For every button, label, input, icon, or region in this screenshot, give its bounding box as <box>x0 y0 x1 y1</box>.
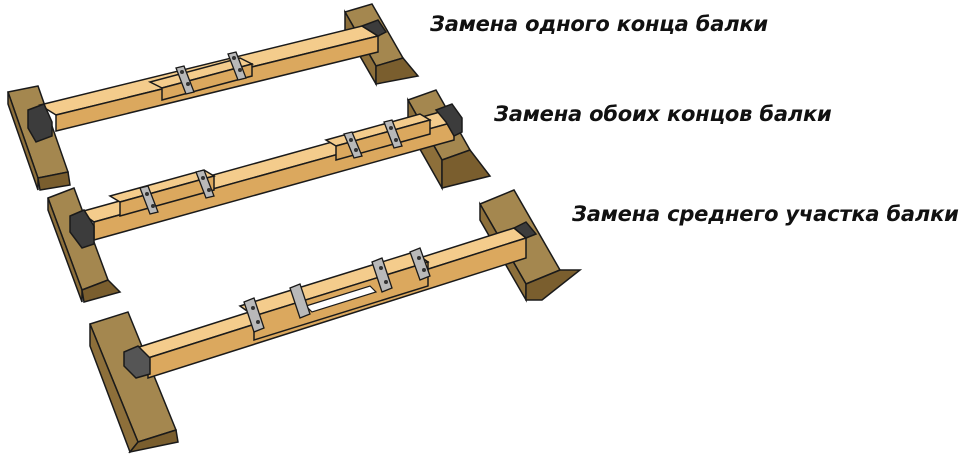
bolt-icon <box>201 176 205 180</box>
support-block-left-3 <box>88 311 179 454</box>
bolt-icon <box>145 192 149 196</box>
support-side <box>37 171 71 191</box>
insert-gap <box>304 285 378 313</box>
assembly-middle <box>88 189 583 454</box>
bolt-icon <box>422 268 426 272</box>
bolt-icon <box>251 306 255 310</box>
bolt-icon <box>384 280 388 284</box>
bolt-icon <box>186 82 190 86</box>
clamp-plate <box>289 283 311 319</box>
splice-1 <box>147 51 255 101</box>
bolt-icon <box>238 68 242 72</box>
bolt-icon <box>151 204 155 208</box>
old-beam-end <box>123 345 151 379</box>
clamp-plate <box>343 131 363 159</box>
old-beam-end-right <box>434 103 463 137</box>
clamp-plate <box>409 247 431 281</box>
support-side <box>375 57 420 85</box>
support-side <box>441 149 492 189</box>
label-middle: Замена среднего участка балки <box>572 202 959 226</box>
bolt-icon <box>232 56 236 60</box>
support-side <box>128 429 179 454</box>
label-both-ends: Замена обоих концов балки <box>494 102 832 126</box>
support-side <box>81 279 122 303</box>
splice-2-left <box>108 169 216 217</box>
old-beam-end-right <box>360 19 388 37</box>
splice-2-right <box>324 113 432 161</box>
label-one-end: Замена одного конца балки <box>430 12 768 36</box>
support-front <box>47 197 83 303</box>
bolt-icon <box>207 188 211 192</box>
assembly-both-ends <box>47 89 492 303</box>
old-beam-end-right <box>512 221 538 239</box>
bolt-icon <box>354 148 358 152</box>
bolt-icon <box>349 138 353 142</box>
bolt-icon <box>389 126 393 130</box>
support-front <box>7 91 39 191</box>
bolt-icon <box>379 266 383 270</box>
bolt-icon <box>256 320 260 324</box>
bolt-icon <box>417 256 421 260</box>
old-beam-end <box>69 209 95 249</box>
bolt-icon <box>180 70 184 74</box>
old-beam-end <box>27 103 53 143</box>
support-side <box>525 269 583 301</box>
middle-insert <box>238 247 431 342</box>
bolt-icon <box>394 138 398 142</box>
assembly-one-end <box>7 3 420 191</box>
splice-piece-side <box>119 175 215 217</box>
